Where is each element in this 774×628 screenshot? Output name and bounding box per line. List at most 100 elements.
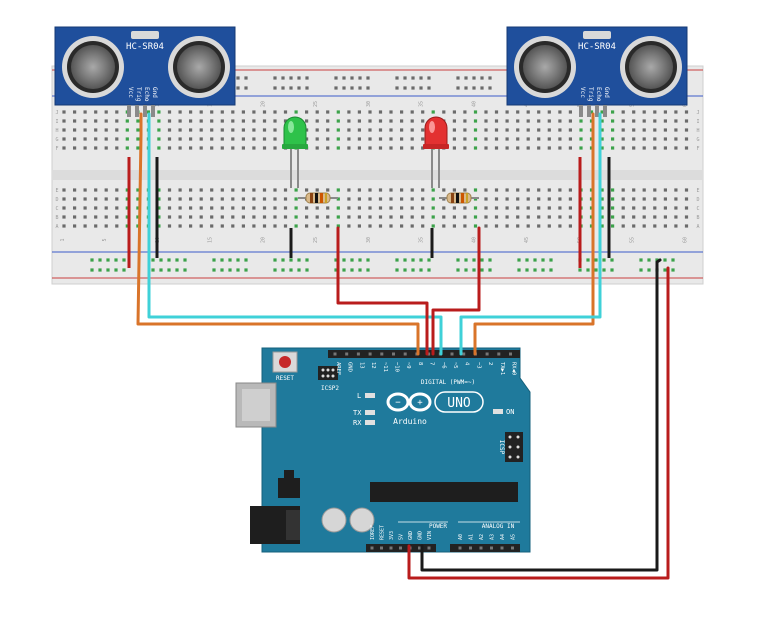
breadboard-hole [305,110,309,114]
breadboard-hole [653,128,657,132]
rail-hole [541,258,545,262]
breadboard-hole [378,188,383,192]
analog-pin-label: A5 [511,534,517,540]
breadboard-row-letter: J [696,110,699,116]
breadboard-hole [73,188,77,192]
resistor-1-band-3 [320,193,323,203]
rail-hole [273,268,277,272]
rail-hole [244,268,248,272]
breadboard-hole [516,215,520,219]
breadboard-column-number: 30 [366,101,372,107]
breadboard-hole [558,188,562,192]
breadboard-column-number: 1 [60,238,66,241]
analog-header-socket [458,546,462,550]
digital-pin-label: 8 [417,362,423,365]
breadboard-hole [231,215,235,219]
breadboard-hole [136,137,140,141]
rail-hole [419,258,423,262]
breadboard-hole [621,215,625,219]
rail-hole [586,258,590,262]
rail-hole [90,258,94,262]
breadboard-hole [674,197,678,201]
breadboard-hole [252,206,256,210]
rail-hole [602,268,606,272]
breadboard-hole [315,146,319,150]
icsp2-pin [331,374,335,378]
logo-loop-right [408,392,432,412]
breadboard-hole [231,119,235,123]
icsp-block [505,432,523,462]
breadboard-hole [642,110,646,114]
breadboard-hole [558,206,562,210]
dc-power-jack-inner [286,510,300,540]
breadboard-hole [516,188,520,192]
breadboard-hole [484,215,488,219]
sensor-left-pin-echo: Echo [143,87,150,102]
breadboard-hole [94,197,98,201]
breadboard-hole [315,110,319,114]
breadboard-hole [336,197,340,201]
l-label: L [357,392,361,400]
rail-hole [334,258,338,262]
breadboard-hole [283,110,288,114]
breadboard-hole [653,119,657,123]
breadboard-hole [568,110,572,114]
breadboard-column-number: 55 [630,237,636,243]
breadboard-hole [568,206,572,210]
rail-hole [273,258,277,262]
breadboard-hole [653,197,657,201]
breadboard-hole [252,146,256,150]
breadboard-hole [220,206,224,210]
rail-hole [350,76,354,80]
icsp2-pin [321,374,325,378]
arduino-brand-label: Arduino [393,417,427,426]
breadboard-hole [220,197,224,201]
digital-pin-label: ~3 [475,362,481,369]
breadboard-hole [674,224,678,228]
rail-hole [151,258,155,262]
breadboard-hole [611,224,615,228]
breadboard-hole [115,119,119,123]
breadboard-hole [632,146,636,150]
breadboard-hole [452,206,456,210]
breadboard-hole [452,215,456,219]
breadboard-hole [104,224,108,228]
breadboard-hole [62,197,66,201]
breadboard-hole [104,215,108,219]
logo-minus-icon: − [395,398,401,408]
breadboard-hole [220,110,224,114]
on-label: ON [506,408,514,416]
rail-hole [175,258,179,262]
breadboard-hole [421,197,425,201]
breadboard-hole [241,197,245,201]
breadboard-hole [494,197,499,201]
digital-pin-label: 13 [358,362,364,369]
breadboard-hole [305,119,309,123]
breadboard-hole [516,119,520,123]
rail-hole [212,268,216,272]
breadboard-hole [579,137,583,141]
breadboard-row-letter: A [55,224,58,230]
breadboard-hole [347,119,351,123]
breadboard-hole [368,128,372,132]
breadboard-hole [104,137,108,141]
breadboard-hole [600,197,604,201]
rail-hole [366,76,370,80]
rail-hole [403,76,407,80]
breadboard-hole [526,197,530,201]
breadboard-hole [262,119,267,123]
breadboard-row-letter: H [696,128,699,134]
rail-hole [427,86,431,90]
breadboard-hole [146,110,150,114]
breadboard-hole [231,146,235,150]
rail-hole [663,258,667,262]
breadboard-hole [389,110,393,114]
breadboard-hole [136,188,140,192]
rail-hole [244,76,248,80]
breadboard-row-letter: D [55,197,58,203]
breadboard-hole [568,188,572,192]
breadboard-hole [210,110,214,114]
breadboard-hole [421,188,425,192]
rail-hole [90,268,94,272]
